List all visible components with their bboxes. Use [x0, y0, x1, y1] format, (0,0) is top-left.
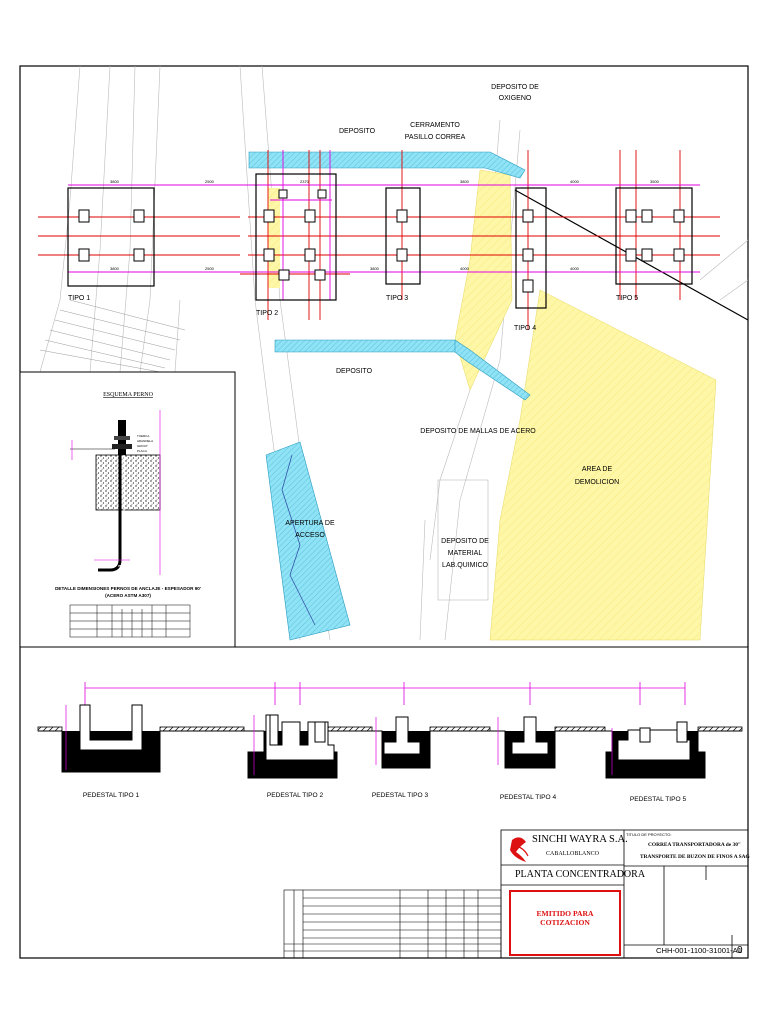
label-cerramiento-2: PASILLO CORREA — [405, 134, 466, 141]
table-title-2: (ACERO ASTM A307) — [105, 593, 151, 598]
svg-text:3800: 3800 — [110, 179, 120, 184]
revision-number: 0 — [737, 945, 743, 956]
svg-text:3800: 3800 — [460, 179, 470, 184]
detail-title: ESQUEMA PERNO — [103, 392, 154, 398]
table-title: DETALLE DIMENSIONES PERNOS DE ANCLAJE - … — [55, 586, 201, 591]
sections: PEDESTAL TIPO 1 PEDESTAL TIPO 2 PEDESTAL… — [37, 682, 743, 803]
label-tipo-4: TIPO 4 — [514, 325, 536, 332]
label-deposito-bottom: DEPOSITO — [336, 368, 373, 375]
stamp-line-1: EMITIDO PARA — [536, 909, 594, 918]
label-tipo-3: TIPO 3 — [386, 295, 408, 302]
svg-text:GROUT: GROUT — [137, 444, 148, 448]
label-deposito-material-3: LAB.QUIMICO — [442, 562, 488, 569]
label-deposito-material: DEPOSITO DE — [441, 538, 489, 545]
company-site: CABALLOBLANCO — [546, 851, 600, 857]
project-title-1: CORREA TRANSPORTADORA de 30" — [648, 842, 741, 848]
company-logo — [510, 837, 529, 862]
label-apertura-acceso: APERTURA DE — [285, 520, 335, 527]
label-area-demolicion-2: DEMOLICION — [575, 479, 619, 486]
project-title-2: TRANSPORTE DE BUZON DE FINOS A SAG — [640, 854, 750, 860]
project-label: TITULO DE PROYECTO: — [626, 832, 672, 837]
section-label-4: PEDESTAL TIPO 4 — [500, 794, 557, 801]
svg-text:3800: 3800 — [110, 266, 120, 271]
label-apertura-acceso-2: ACCESO — [295, 532, 325, 539]
section-label-5: PEDESTAL TIPO 5 — [630, 796, 687, 803]
svg-text:4000: 4000 — [570, 266, 580, 271]
svg-text:4000: 4000 — [460, 266, 470, 271]
label-deposito-mallas: DEPOSITO DE MALLAS DE ACERO — [420, 428, 536, 435]
company-name: SINCHI WAYRA S.A. — [532, 834, 628, 845]
label-cerramiento: CERRAMENTO — [410, 122, 460, 129]
svg-text:2370: 2370 — [300, 179, 310, 184]
svg-text:ARANDELA: ARANDELA — [137, 439, 153, 443]
drawing-number: CHH-001-1100-31001-A1 — [656, 946, 742, 955]
section-label-3: PEDESTAL TIPO 3 — [372, 792, 429, 799]
label-deposito-material-2: MATERIAL — [448, 550, 483, 557]
title-block-frame — [500, 829, 749, 959]
svg-text:3800: 3800 — [370, 266, 380, 271]
plan-view: 3800 2500 2370 3800 4000 3500 3800 2500 3800 4… — [38, 65, 749, 641]
label-tipo-5: TIPO 5 — [616, 295, 638, 302]
section-label-2: PEDESTAL TIPO 2 — [267, 792, 324, 799]
svg-text:3500: 3500 — [650, 179, 660, 184]
svg-text:2500: 2500 — [205, 266, 215, 271]
label-deposito-oxigeno: DEPOSITO DE — [491, 84, 539, 91]
svg-text:TUERCA: TUERCA — [137, 434, 149, 438]
svg-text:4000: 4000 — [570, 179, 580, 184]
label-area-demolicion: AREA DE — [582, 466, 613, 473]
revision-table — [283, 889, 502, 959]
label-tipo-2: TIPO 2 — [256, 310, 278, 317]
label-tipo-1: TIPO 1 — [68, 295, 90, 302]
label-deposito-top: DEPOSITO — [339, 128, 376, 135]
area-name: PLANTA CONCENTRADORA — [515, 869, 646, 880]
svg-text:PLACA: PLACA — [137, 449, 147, 453]
svg-text:2500: 2500 — [205, 179, 215, 184]
status-stamp: EMITIDO PARA COTIZACION — [509, 890, 621, 956]
stamp-line-2: COTIZACION — [540, 918, 590, 927]
label-deposito-oxigeno-2: OXIGENO — [499, 95, 532, 102]
section-label-1: PEDESTAL TIPO 1 — [83, 792, 140, 799]
